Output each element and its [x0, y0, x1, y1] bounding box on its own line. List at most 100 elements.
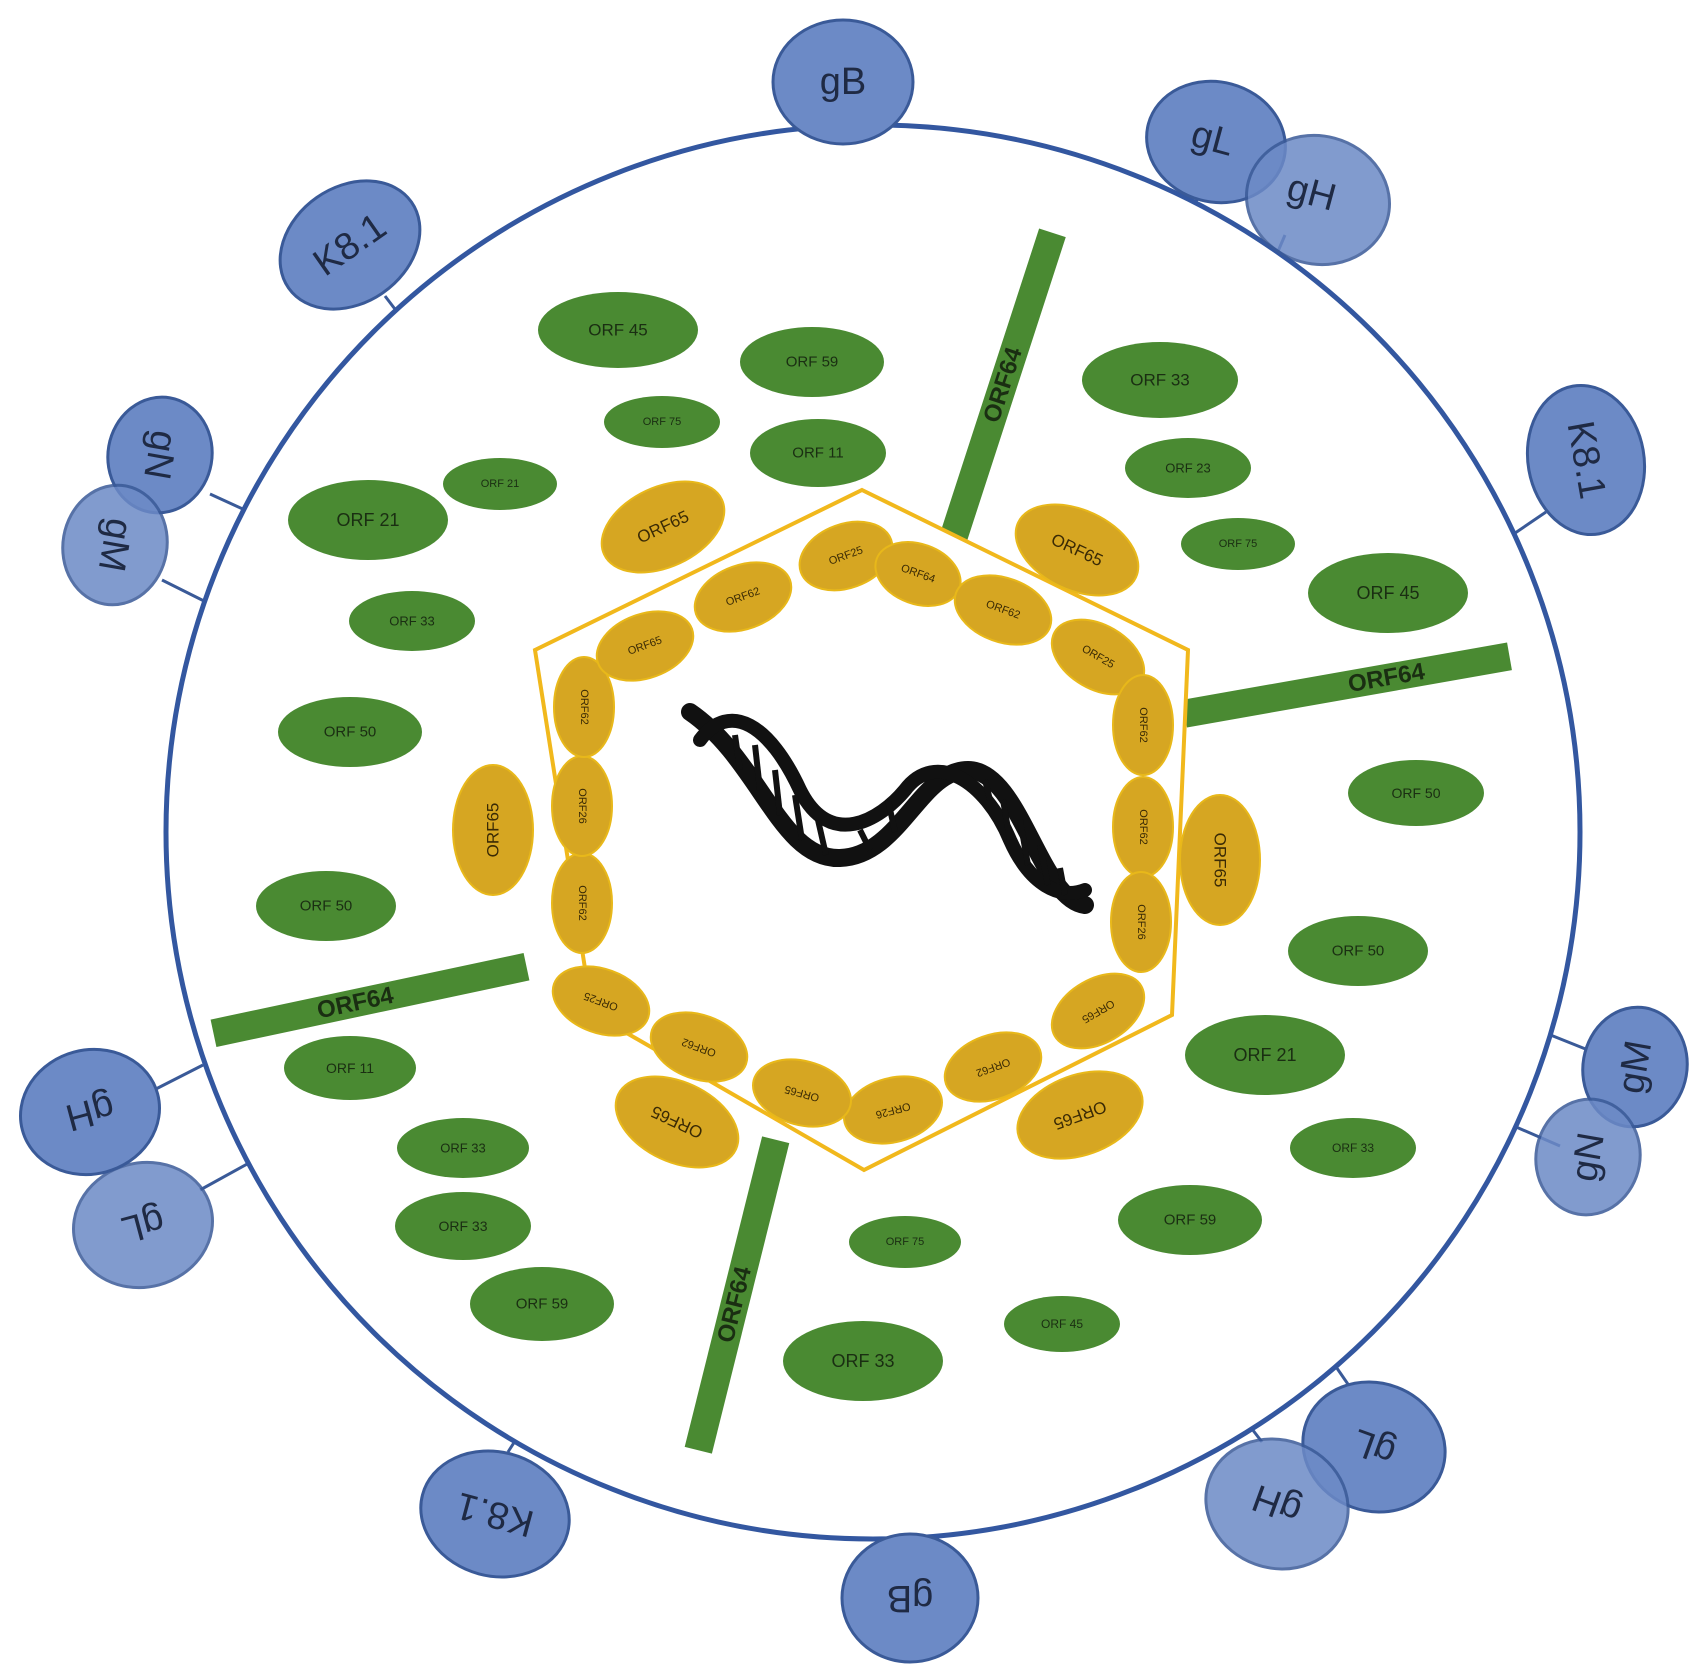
svg-text:ORF 21: ORF 21	[336, 510, 399, 530]
tegument-protein: ORF 45	[1004, 1296, 1120, 1352]
svg-text:ORF 21: ORF 21	[1233, 1045, 1296, 1065]
glycoproteins: gB gL gH K8.1 gN gM K8.1 gM	[19, 18, 1689, 1664]
tegument-protein: ORF 23	[1125, 438, 1251, 498]
tegument-protein: ORF 33	[395, 1192, 531, 1260]
svg-text:ORF 50: ORF 50	[1391, 785, 1440, 801]
svg-text:ORF 11: ORF 11	[792, 445, 843, 462]
capsid-protein-inner: ORF62	[1112, 776, 1174, 878]
svg-text:ORF 59: ORF 59	[1164, 1212, 1217, 1229]
capsid-protein-outer: ORF65	[614, 1075, 740, 1169]
tegument-protein: ORF 45	[538, 292, 698, 368]
tegument-protein: ORF 50	[278, 697, 422, 767]
capsid-protein-inner: ORF25	[551, 965, 651, 1037]
tegument-protein: ORF 33	[1082, 342, 1238, 418]
tegument-protein: ORF 50	[256, 871, 396, 941]
tegument-protein: ORF 33	[349, 591, 475, 651]
tegument-protein: ORF 75	[604, 396, 720, 448]
svg-text:ORF 21: ORF 21	[481, 478, 520, 490]
capsid-protein-inner: ORF25	[1050, 618, 1146, 696]
glycoprotein-gM-left: gM	[61, 483, 169, 607]
capsid-protein-inner: ORF26	[551, 755, 613, 857]
tegument-bars: ORF64 ORF64 ORF64 ORF64	[210, 228, 1512, 1454]
capsid-protein-inner: ORF62	[553, 656, 615, 758]
glycoprotein-k81-bottom: K8.1	[419, 1449, 571, 1579]
tegument-protein: ORF 75	[849, 1216, 961, 1268]
capsid-protein-inner: ORF65	[751, 1058, 853, 1128]
svg-text:ORF 75: ORF 75	[643, 416, 682, 428]
capsid-protein-outer: ORF65	[600, 480, 726, 574]
capsid-protein-inner: ORF25	[798, 520, 894, 592]
svg-text:ORF62: ORF62	[1137, 809, 1149, 844]
capsid-protein-inner: ORF26	[1110, 871, 1172, 973]
svg-text:ORF 75: ORF 75	[886, 1236, 925, 1248]
glycoprotein-gH-top: gH	[1245, 133, 1391, 267]
tegument-protein: ORF 21	[288, 480, 448, 560]
svg-text:ORF 23: ORF 23	[1165, 461, 1211, 476]
glycoprotein-gL-bottom-left: gL	[72, 1160, 214, 1290]
dna-double-helix-icon	[681, 703, 1094, 914]
svg-text:ORF 75: ORF 75	[1219, 538, 1258, 550]
svg-text:ORF62: ORF62	[1137, 707, 1149, 742]
glycoprotein-label: gN	[1563, 1129, 1613, 1184]
tegument-proteins: ORF 45 ORF 59 ORF 75 ORF 11 ORF 21 ORF 2…	[256, 292, 1484, 1401]
tegument-protein: ORF 21	[443, 458, 557, 510]
svg-text:ORF 45: ORF 45	[1041, 1317, 1083, 1331]
svg-text:ORF26: ORF26	[576, 788, 588, 823]
capsid-protein-outer: ORF65	[452, 764, 534, 896]
tegument-protein: ORF 33	[783, 1321, 943, 1401]
glycoprotein-gB-bottom: gB	[840, 1532, 980, 1664]
glycoprotein-label: gM	[1610, 1037, 1661, 1096]
glycoprotein-gN-left: gN	[106, 395, 214, 515]
svg-text:ORF62: ORF62	[578, 689, 590, 724]
capsid-protein-outer: ORF65	[1014, 503, 1140, 597]
glycoprotein-gH-bottom-left: gH	[19, 1047, 161, 1177]
capsid-protein-inner: ORF62	[1112, 674, 1174, 776]
glycoprotein-gH-bottom-right: gH	[1204, 1437, 1350, 1571]
tegument-protein: ORF 33	[397, 1118, 529, 1178]
tegument-protein: ORF 59	[740, 327, 884, 397]
glycoprotein-gM-right: gM	[1581, 1005, 1689, 1129]
glycoprotein-gB-top: gB	[771, 18, 915, 146]
capsid-protein-inner: ORF62	[551, 852, 613, 954]
capsid-protein-inner: ORF62	[943, 1031, 1043, 1103]
svg-text:ORF26: ORF26	[1135, 904, 1147, 939]
capsid-protein-inner: ORF62	[953, 574, 1053, 646]
svg-text:ORF65: ORF65	[1211, 833, 1230, 888]
svg-text:ORF 50: ORF 50	[324, 724, 377, 741]
tegument-protein: ORF 75	[1181, 518, 1295, 570]
capsid-protein-inner: ORF65	[1050, 972, 1146, 1050]
capsid-protein-inner: ORF62	[649, 1011, 749, 1083]
svg-text:ORF 33: ORF 33	[438, 1218, 487, 1234]
svg-text:ORF 33: ORF 33	[831, 1351, 894, 1371]
capsid-protein-outer: ORF65	[1016, 1070, 1144, 1160]
svg-text:ORF65: ORF65	[484, 803, 503, 858]
glycoprotein-label: gN	[135, 427, 185, 482]
glycoprotein-gN-right: gN	[1534, 1097, 1642, 1217]
glycoprotein-k81-top-left: K8.1	[278, 179, 422, 311]
svg-text:ORF 33: ORF 33	[440, 1141, 486, 1156]
tegument-protein: ORF 33	[1290, 1118, 1416, 1178]
capsid-protein-outer: ORF65	[1179, 794, 1261, 926]
glycoprotein-label: gB	[887, 1577, 933, 1619]
capsid-protein-inner: ORF26	[842, 1075, 944, 1145]
svg-text:ORF 33: ORF 33	[1130, 371, 1190, 390]
svg-text:ORF 45: ORF 45	[1356, 583, 1419, 603]
svg-text:ORF 59: ORF 59	[516, 1296, 569, 1313]
svg-text:ORF 11: ORF 11	[326, 1060, 374, 1076]
tegument-protein: ORF 11	[284, 1036, 416, 1100]
tegument-protein: ORF 59	[470, 1267, 614, 1341]
tegument-protein: ORF 45	[1308, 553, 1468, 633]
glycoprotein-label: gM	[90, 515, 141, 574]
tegument-protein: ORF 11	[750, 419, 886, 487]
tegument-protein: ORF 50	[1288, 916, 1428, 986]
svg-text:ORF 50: ORF 50	[1332, 943, 1385, 960]
capsid-protein-inner: ORF64	[874, 541, 962, 607]
tegument-protein: ORF 59	[1118, 1185, 1262, 1255]
svg-text:ORF 45: ORF 45	[588, 321, 648, 340]
glycoprotein-label: gB	[820, 61, 866, 103]
svg-text:ORF 59: ORF 59	[786, 354, 839, 371]
svg-text:ORF 33: ORF 33	[1332, 1141, 1374, 1155]
capsid-protein-inner: ORF65	[595, 610, 695, 682]
tegument-protein: ORF 50	[1348, 760, 1484, 826]
